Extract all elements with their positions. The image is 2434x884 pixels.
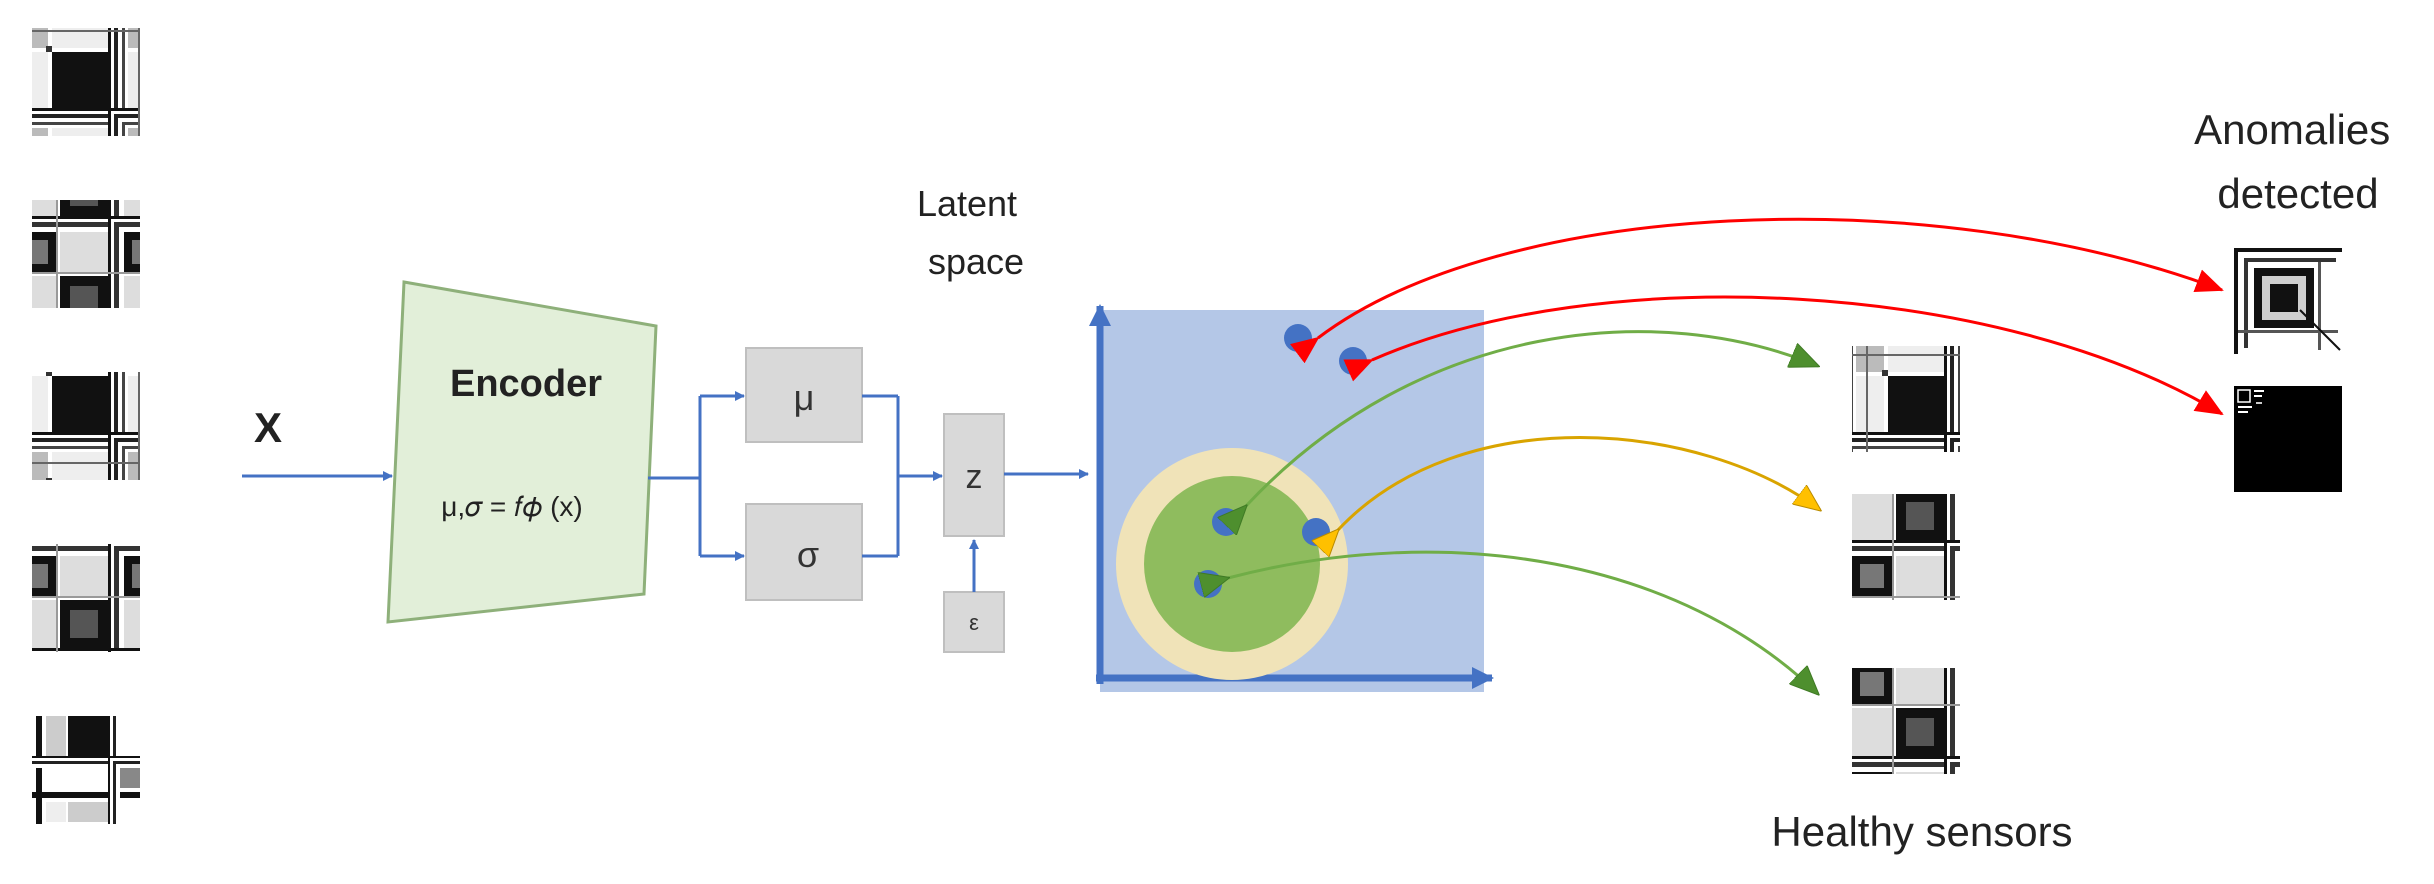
anomalies-detected-label: Anomalies detected [2194, 106, 2402, 217]
mu-label: μ [794, 377, 815, 418]
z-label: z [966, 458, 983, 496]
sigma-label: σ [797, 534, 819, 575]
anomalies-label-line2: detected [2217, 170, 2378, 217]
anomaly-point [1339, 347, 1367, 375]
encoder-block [386, 280, 658, 624]
epsilon-box [943, 591, 1005, 653]
z-box [943, 413, 1005, 537]
anomaly-point [1284, 324, 1312, 352]
epsilon-label: ε [969, 610, 979, 635]
input-sample-thumbnails [32, 28, 140, 824]
anomaly-arrow [1290, 217, 2224, 364]
borderline-point [1302, 518, 1330, 546]
healthy-sensor-thumbnails [1852, 346, 1960, 774]
anomalies-label-line1: Anomalies [2194, 106, 2390, 153]
z-input-connectors [862, 394, 943, 558]
mu-box [745, 347, 863, 443]
latent-space-label-line1: Latent [917, 183, 1017, 224]
healthy-sensors-label: Healthy sensors [1771, 808, 2072, 855]
healthy-sensor-thumbnail [1852, 668, 1960, 774]
input-thumbnail [32, 28, 140, 136]
input-thumbnail [32, 372, 140, 480]
healthy-arrows [1228, 330, 1818, 694]
input-label: X [254, 404, 282, 451]
anomaly-arrow [1343, 295, 2224, 416]
healthy-sensor-thumbnail [1852, 494, 1960, 600]
healthy-point [1194, 570, 1222, 598]
anomaly-thumbnails [2234, 248, 2342, 492]
latent-space-label: Latent space [917, 183, 1027, 282]
encoder-output-connectors [648, 391, 745, 561]
anomaly-thumbnail [2234, 386, 2342, 492]
borderline-arrow [1338, 436, 1820, 531]
healthy-arrow [1246, 330, 1818, 506]
latent-space-label-line2: space [928, 241, 1024, 282]
anomaly-thumbnail [2234, 248, 2342, 354]
input-thumbnail [32, 200, 140, 308]
encoder-title: Encoder [450, 363, 602, 405]
healthy-arrow [1228, 550, 1818, 694]
input-thumbnail [32, 544, 140, 652]
healthy-sensor-thumbnail [1852, 346, 1960, 452]
anomaly-arrows [1290, 217, 2224, 416]
input-thumbnail [32, 716, 140, 824]
healthy-point [1212, 508, 1240, 536]
encoder-formula: μ,𝜎 = 𝑓𝜙 (x) [441, 491, 583, 522]
sigma-box [745, 503, 863, 601]
